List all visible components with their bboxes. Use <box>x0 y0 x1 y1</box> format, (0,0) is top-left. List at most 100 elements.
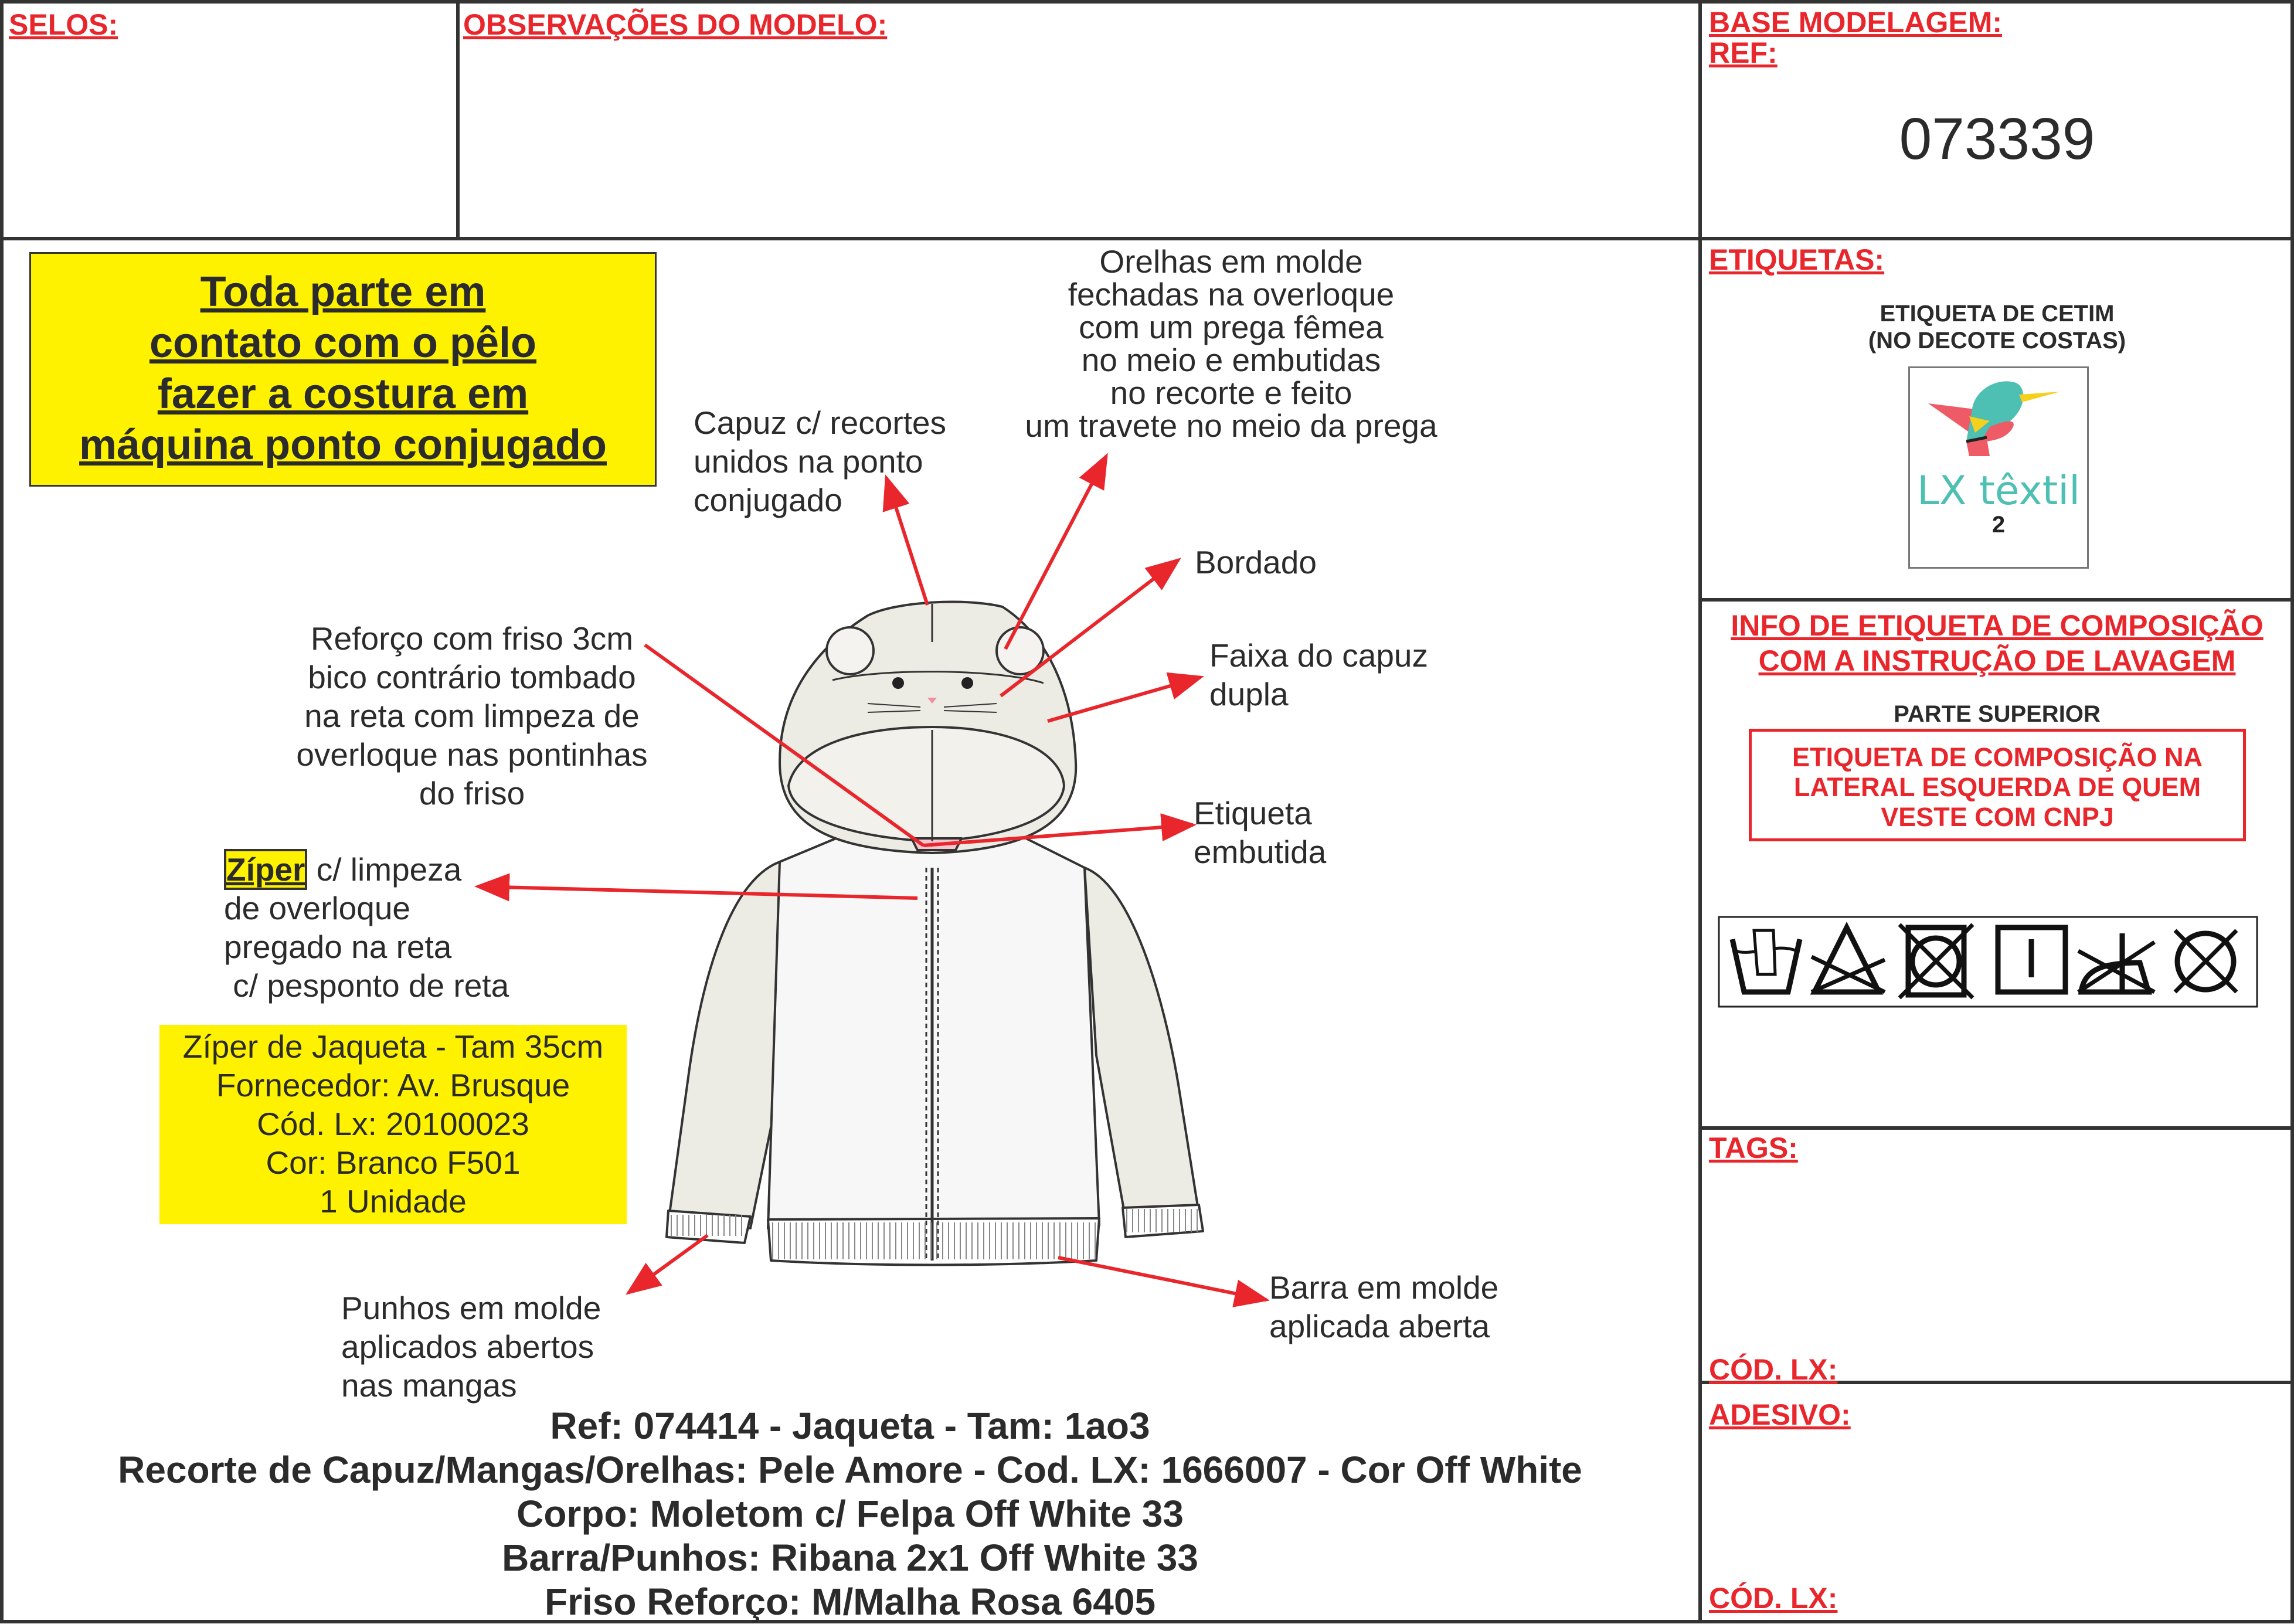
composicao-note-box: ETIQUETA DE COMPOSIÇÃO NA LATERAL ESQUER… <box>1749 729 2246 841</box>
spec-line: Zíper de Jaqueta - Tam 35cm <box>182 1028 604 1065</box>
right-ear <box>995 626 1045 675</box>
selos-label: SELOS: <box>9 8 118 41</box>
footer-recorte: Recorte de Capuz/Mangas/Orelhas: Pele Am… <box>118 1449 1582 1491</box>
etiqueta-arrow <box>923 813 1197 847</box>
bordado-arrow <box>1000 558 1181 698</box>
no-bleach-icon <box>1810 921 1886 995</box>
note-line: unidos na ponto <box>694 443 923 480</box>
spec-line: Fornecedor: Av. Brusque <box>216 1067 570 1103</box>
divider <box>1700 1126 2294 1130</box>
bordado-note: Bordado <box>1195 544 1317 580</box>
hood-opening <box>787 726 1065 842</box>
title-line: (NO DECOTE COSTAS) <box>1868 328 2126 354</box>
note-line: na reta com limpeza de <box>304 698 640 734</box>
note-line: do friso <box>419 775 525 811</box>
care-symbols-box <box>1718 916 2258 1008</box>
note-line: pregado na reta <box>224 929 452 965</box>
divider <box>1698 0 1702 1623</box>
note-line: no recorte e feito <box>1110 375 1352 411</box>
capuz-note: Capuz c/ recortes unidos na ponto conjug… <box>694 403 946 519</box>
footer-friso: Friso Reforço: M/Malha Rosa 6405 <box>544 1581 1156 1623</box>
spec-line: Cód. Lx: 20100023 <box>257 1106 529 1142</box>
warning-line: contato com o pêlo <box>149 320 537 366</box>
capuz-arrow <box>882 474 929 606</box>
note-line: Punhos em molde <box>341 1290 601 1326</box>
note-line: c/ limpeza <box>307 851 462 888</box>
base-modelagem-label: BASE MODELAGEM: <box>1709 6 2002 39</box>
etiquetas-label: ETIQUETAS: <box>1709 243 1885 276</box>
note-line: aplicados abertos <box>341 1329 594 1365</box>
ref-label: REF: <box>1709 36 1778 69</box>
warning-line: fazer a costura em <box>157 371 529 417</box>
line-dry-icon <box>1995 925 2068 995</box>
footer-ref: Ref: 074414 - Jaqueta - Tam: 1ao3 <box>550 1405 1150 1447</box>
etiqueta-cetim-title: ETIQUETA DE CETIM (NO DECOTE COSTAS) <box>1700 300 2294 354</box>
note-line: Barra em molde <box>1269 1269 1499 1306</box>
note-line: overloque nas pontinhas <box>296 736 648 773</box>
note-line: VESTE COM CNPJ <box>1881 802 2114 832</box>
punhos-arrow <box>626 1234 709 1295</box>
note-line: um travete no meio da prega <box>1025 407 1437 444</box>
adesivo-cod-lx-label: CÓD. LX: <box>1709 1582 1838 1615</box>
info-composicao-heading: INFO DE ETIQUETA DE COMPOSIÇÃO COM A INS… <box>1700 608 2294 678</box>
reforco-line <box>644 643 925 847</box>
spec-line: Cor: Branco F501 <box>266 1144 521 1181</box>
barra-note: Barra em molde aplicada aberta <box>1269 1268 1498 1346</box>
no-iron-icon <box>2077 933 2156 995</box>
logo-text: LX têxtil <box>1916 468 2081 514</box>
note-line: dupla <box>1209 676 1289 712</box>
note-line: conjugado <box>694 482 842 518</box>
warning-box: Toda parte em contato com o pêlo fazer a… <box>29 252 657 487</box>
note-line: Faixa do capuz <box>1209 637 1428 674</box>
tags-cod-lx-label: CÓD. LX: <box>1709 1353 1838 1386</box>
divider <box>1700 598 2294 602</box>
note-line: ETIQUETA DE COMPOSIÇÃO NA <box>1792 742 2203 772</box>
heading-line: INFO DE ETIQUETA DE COMPOSIÇÃO <box>1731 609 2264 642</box>
divider <box>456 0 460 239</box>
etiqueta-embutida-note: Etiqueta embutida <box>1194 794 1326 871</box>
spec-line: 1 Unidade <box>320 1183 467 1219</box>
ziper-note: Zíper c/ limpeza de overloque pregado na… <box>224 849 509 1005</box>
warning-line: máquina ponto conjugado <box>79 422 607 468</box>
reforco-note: Reforço com friso 3cm bico contrário tom… <box>237 619 706 813</box>
note-line: no meio e embutidas <box>1081 342 1381 378</box>
footer-barra: Barra/Punhos: Ribana 2x1 Off White 33 <box>502 1537 1198 1579</box>
faixa-note: Faixa do capuz dupla <box>1209 636 1428 714</box>
note-line: nas mangas <box>341 1367 517 1404</box>
note-line: Orelhas em molde <box>1099 243 1363 280</box>
no-tumble-dry-icon <box>1898 923 1974 1000</box>
orelhas-arrow <box>1004 453 1108 650</box>
footer-corpo: Corpo: Moletom c/ Felpa Off White 33 <box>516 1493 1184 1535</box>
title-line: ETIQUETA DE CETIM <box>1880 301 2115 327</box>
note-line: bico contrário tombado <box>308 659 636 695</box>
divider <box>1700 1381 2294 1384</box>
note-line: Capuz c/ recortes <box>694 405 947 441</box>
punhos-note: Punhos em molde aplicados abertos nas ma… <box>341 1289 601 1405</box>
barra-arrow <box>1058 1256 1270 1307</box>
ziper-arrow <box>474 873 918 902</box>
tags-label: TAGS: <box>1709 1132 1798 1164</box>
faixa-arrow <box>1047 672 1204 723</box>
heading-line: COM A INSTRUÇÃO DE LAVAGEM <box>1758 644 2236 677</box>
orelhas-note: Orelhas em molde fechadas na overloque c… <box>997 245 1466 442</box>
hummingbird-logo-icon <box>1928 381 2060 456</box>
note-line: de overloque <box>224 890 411 926</box>
right-sleeve <box>1083 867 1200 1221</box>
ziper-highlight: Zíper <box>224 849 308 890</box>
left-sleeve <box>667 861 787 1229</box>
divider <box>0 237 2294 240</box>
right-cuff <box>1121 1204 1204 1238</box>
ziper-spec-box: Zíper de Jaqueta - Tam 35cm Fornecedor: … <box>159 1025 627 1224</box>
jacket-technical-drawing <box>474 453 1270 1307</box>
logo-number: 2 <box>1991 512 2006 538</box>
warning-line: Toda parte em <box>200 269 486 315</box>
note-line: com um prega fêmea <box>1079 309 1384 345</box>
hand-wash-icon <box>1729 929 1803 995</box>
note-line: fechadas na overloque <box>1068 276 1395 312</box>
parte-superior-label: PARTE SUPERIOR <box>1894 701 2101 727</box>
note-line: embutida <box>1194 834 1327 870</box>
satin-label-logo: LX têxtil 2 <box>1908 366 2089 569</box>
adesivo-label: ADESIVO: <box>1709 1398 1851 1431</box>
no-dry-clean-icon <box>2173 929 2238 994</box>
